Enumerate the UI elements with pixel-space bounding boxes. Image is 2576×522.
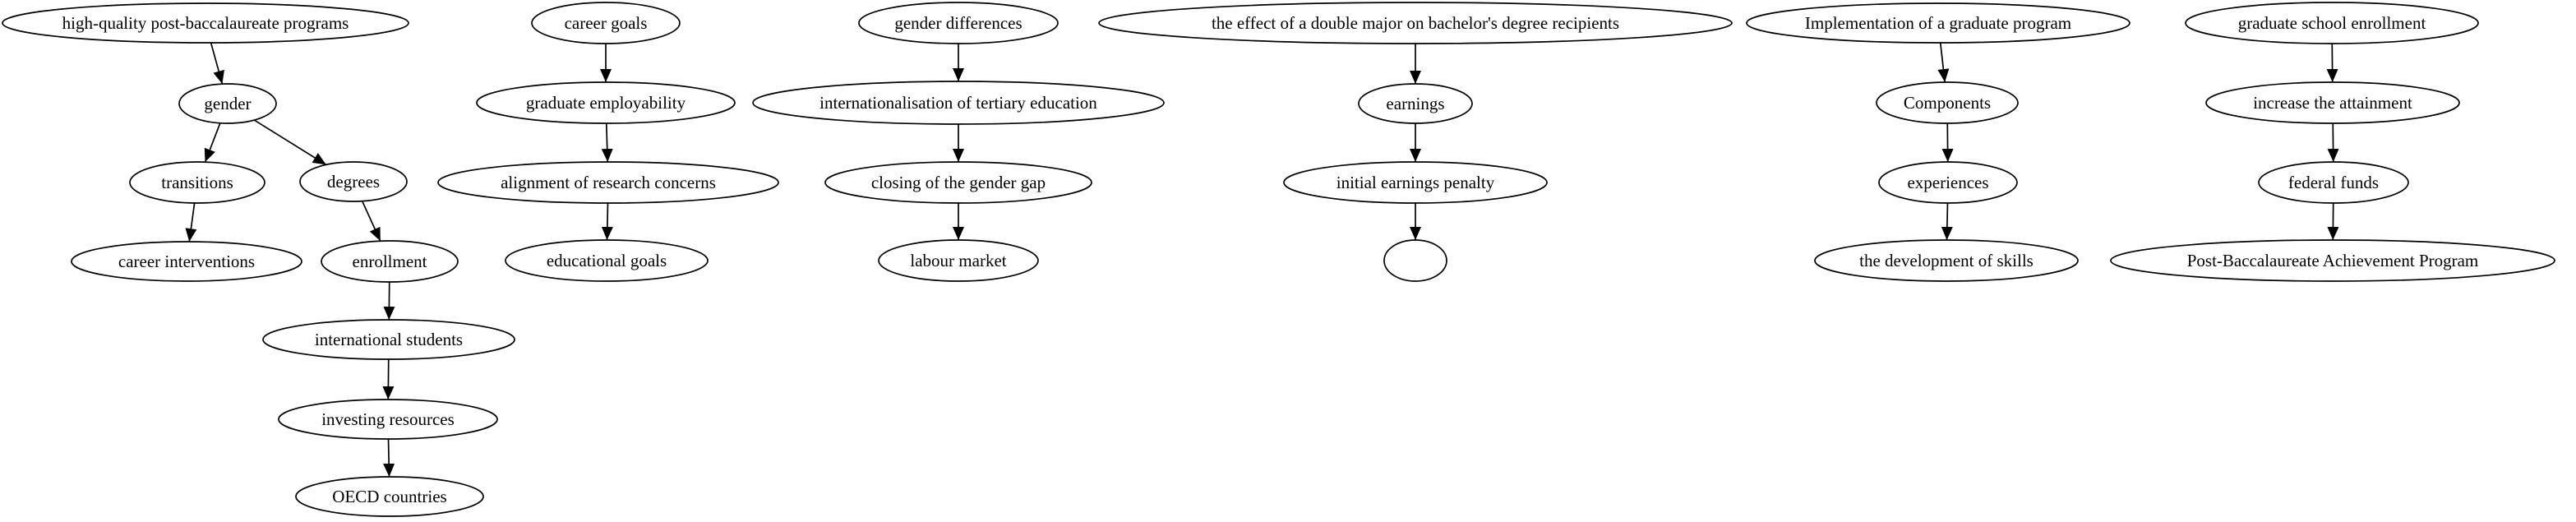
graph-edge-experiences--development-of-skills bbox=[1941, 202, 1953, 241]
node-label: initial earnings penalty bbox=[1336, 173, 1495, 192]
node-ellipse bbox=[278, 399, 498, 440]
node-ellipse bbox=[71, 241, 302, 282]
node-ellipse bbox=[2205, 81, 2460, 124]
node-label: the effect of a double major on bachelor… bbox=[1212, 13, 1619, 33]
node-ellipse bbox=[752, 81, 1165, 125]
graph-edge-international-students--investing-resources bbox=[382, 358, 395, 400]
node-ellipse bbox=[878, 239, 1039, 282]
graph-node-investing-resources: investing resources bbox=[278, 399, 498, 440]
node-label: alignment of research concerns bbox=[501, 173, 716, 192]
graph-node-grad-school-enrollment: graduate school enrollment bbox=[2185, 2, 2479, 44]
graph-edge-hq-post-bacc-programs--gender bbox=[210, 42, 224, 85]
graph-node-closing-gender-gap: closing of the gender gap bbox=[824, 161, 1092, 204]
graph-node-experiences: experiences bbox=[1878, 161, 2018, 204]
graph-node-gender-differences: gender differences bbox=[858, 2, 1059, 44]
graph-node-internationalisation: internationalisation of tertiary educati… bbox=[752, 81, 1165, 125]
node-ellipse bbox=[1358, 83, 1473, 124]
graph-node-increase-attainment: increase the attainment bbox=[2205, 81, 2460, 124]
graph-edge-degrees--enrollment bbox=[361, 201, 381, 242]
node-label: investing resources bbox=[321, 409, 455, 429]
node-label: enrollment bbox=[353, 252, 427, 271]
node-ellipse bbox=[1098, 2, 1733, 44]
node-label: earnings bbox=[1386, 94, 1444, 113]
graph-node-gender: gender bbox=[178, 83, 277, 124]
graph-edge-gender--transitions bbox=[204, 122, 221, 163]
node-ellipse bbox=[1814, 239, 2079, 282]
node-ellipse bbox=[1383, 239, 1447, 282]
graph-node-oecd-countries: OECD countries bbox=[295, 476, 484, 517]
node-label: gender bbox=[204, 94, 251, 113]
node-ellipse bbox=[129, 161, 265, 204]
node-ellipse bbox=[2185, 2, 2479, 44]
graph-node-initial-earnings-penalty: initial earnings penalty bbox=[1283, 161, 1548, 204]
graph-node-educational-goals: educational goals bbox=[505, 239, 709, 282]
node-ellipse bbox=[1746, 2, 2131, 44]
node-label: degrees bbox=[327, 172, 380, 192]
node-label: graduate school enrollment bbox=[2238, 13, 2426, 33]
graph-node-international-students: international students bbox=[262, 319, 515, 360]
node-ellipse bbox=[2258, 161, 2409, 204]
graph-node-implementation-grad-program: Implementation of a graduate program bbox=[1746, 2, 2131, 44]
graph-node-degrees: degrees bbox=[299, 161, 408, 202]
node-label: OECD countries bbox=[332, 487, 446, 506]
node-label: international students bbox=[315, 330, 463, 349]
node-label: internationalisation of tertiary educati… bbox=[819, 93, 1097, 113]
node-label: career goals bbox=[565, 13, 648, 33]
graph-node-post-bacc-achievement-program: Post-Baccalaureate Achievement Program bbox=[2110, 239, 2555, 282]
graph-node-graduate-employability: graduate employability bbox=[476, 81, 736, 124]
node-ellipse bbox=[2110, 239, 2555, 282]
node-ellipse bbox=[262, 319, 515, 360]
graph-edge-alignment-research--educational-goals bbox=[601, 202, 613, 241]
node-ellipse bbox=[299, 161, 408, 202]
graph-node-transitions: transitions bbox=[129, 161, 265, 204]
node-label: gender differences bbox=[894, 13, 1022, 33]
graph-node-labour-market: labour market bbox=[878, 239, 1039, 282]
node-label: graduate employability bbox=[526, 93, 686, 113]
node-ellipse bbox=[531, 2, 681, 44]
node-ellipse bbox=[824, 161, 1092, 204]
node-label: Components bbox=[1904, 93, 1991, 113]
node-ellipse bbox=[295, 476, 484, 517]
node-label: educational goals bbox=[547, 251, 667, 270]
graph-node-components: Components bbox=[1876, 81, 2019, 124]
node-ellipse bbox=[437, 161, 779, 204]
node-label: experiences bbox=[1907, 173, 1988, 192]
graph-node-double-major-effect: the effect of a double major on bachelor… bbox=[1098, 2, 1733, 44]
node-label: federal funds bbox=[2288, 173, 2379, 192]
graph-node-federal-funds: federal funds bbox=[2258, 161, 2409, 204]
node-ellipse bbox=[1878, 161, 2018, 204]
node-ellipse bbox=[2, 2, 409, 44]
graph-node-empty-node bbox=[1383, 239, 1447, 282]
graph-edge-implementation-grad-program--components bbox=[1937, 42, 1950, 83]
node-ellipse bbox=[858, 2, 1059, 44]
graph-node-hq-post-bacc-programs: high-quality post-baccalaureate programs bbox=[2, 2, 409, 44]
graph-edge-gender--degrees bbox=[253, 119, 327, 166]
node-label: Implementation of a graduate program bbox=[1805, 13, 2071, 33]
node-ellipse bbox=[321, 240, 459, 283]
graph-node-enrollment: enrollment bbox=[321, 240, 459, 283]
node-label: high-quality post-baccalaureate programs bbox=[62, 13, 349, 33]
node-label: labour market bbox=[910, 251, 1006, 270]
graph-node-alignment-research: alignment of research concerns bbox=[437, 161, 779, 204]
graph-edge-transitions--career-interventions bbox=[185, 202, 197, 243]
graph-node-career-goals: career goals bbox=[531, 2, 681, 44]
node-label: closing of the gender gap bbox=[871, 173, 1046, 192]
node-ellipse bbox=[505, 239, 709, 282]
node-label: Post-Baccalaureate Achievement Program bbox=[2187, 251, 2479, 270]
node-label: the development of skills bbox=[1859, 251, 2034, 270]
node-ellipse bbox=[178, 83, 277, 124]
node-label: increase the attainment bbox=[2253, 93, 2412, 113]
node-ellipse bbox=[1283, 161, 1548, 204]
node-label: transitions bbox=[161, 173, 233, 192]
node-ellipse bbox=[476, 81, 736, 124]
node-ellipse bbox=[1876, 81, 2019, 124]
graph-node-earnings: earnings bbox=[1358, 83, 1473, 124]
graph-edge-investing-resources--oecd-countries bbox=[383, 438, 395, 478]
graph-node-career-interventions: career interventions bbox=[71, 241, 302, 282]
graph-node-development-of-skills: the development of skills bbox=[1814, 239, 2079, 282]
node-label: career interventions bbox=[118, 252, 255, 271]
